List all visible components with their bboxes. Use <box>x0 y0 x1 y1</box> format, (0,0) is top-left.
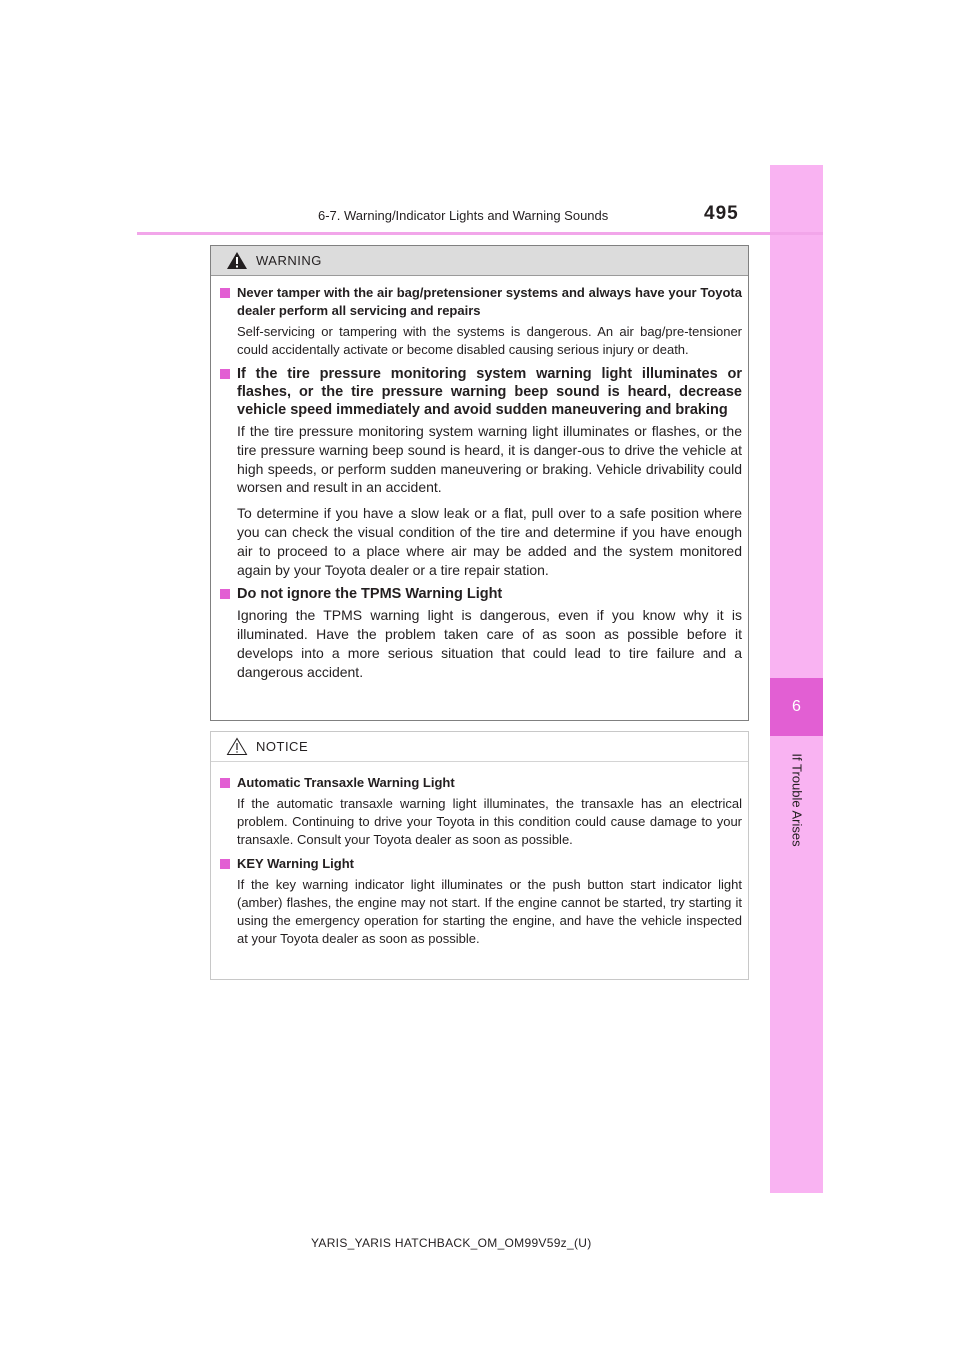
square-bullet-icon <box>220 859 230 869</box>
warning-item-title: If the tire pressure monitoring system w… <box>237 366 742 418</box>
warning-item-paragraph: If the tire pressure monitoring system w… <box>237 423 742 496</box>
warning-heading: WARNING <box>256 253 322 268</box>
page-number: 495 <box>704 203 739 224</box>
notice-box: NOTICE Automatic Transaxle Warning Light… <box>210 731 749 980</box>
notice-item: Automatic Transaxle Warning Light If the… <box>220 774 742 849</box>
notice-item-title: KEY Warning Light <box>237 856 354 871</box>
warning-item-paragraph: To determine if you have a slow leak or … <box>237 505 742 578</box>
warning-box-header: WARNING <box>211 246 748 276</box>
warning-item: If the tire pressure monitoring system w… <box>220 365 742 579</box>
caution-triangle-icon <box>226 737 248 755</box>
notice-item-paragraph: If the key warning indicator light illum… <box>237 877 742 946</box>
header-rule <box>137 232 823 235</box>
square-bullet-icon <box>220 778 230 788</box>
warning-item: Do not ignore the TPMS Warning Light Ign… <box>220 585 742 681</box>
chapter-number-badge: 6 <box>770 678 823 736</box>
notice-box-header: NOTICE <box>211 732 748 762</box>
square-bullet-icon <box>220 288 230 298</box>
notice-item: KEY Warning Light If the key warning ind… <box>220 855 742 948</box>
warning-item: Never tamper with the air bag/pretension… <box>220 284 742 359</box>
warning-item-title: Do not ignore the TPMS Warning Light <box>237 586 503 603</box>
warning-box: WARNING Never tamper with the air bag/pr… <box>210 245 749 721</box>
warning-item-paragraph: Self-servicing or tampering with the sys… <box>237 324 742 357</box>
notice-heading: NOTICE <box>256 739 309 754</box>
chapter-label: If Trouble Arises <box>789 753 805 847</box>
square-bullet-icon <box>220 589 230 600</box>
notice-item-paragraph: If the automatic transaxle warning light… <box>237 796 742 847</box>
square-bullet-icon <box>220 369 230 379</box>
notice-item-title: Automatic Transaxle Warning Light <box>237 775 455 790</box>
document-code: YARIS_YARIS HATCHBACK_OM_OM99V59z_(U) <box>311 1236 592 1250</box>
warning-item-title: Never tamper with the air bag/pretension… <box>237 285 742 318</box>
section-title: 6-7. Warning/Indicator Lights and Warnin… <box>318 208 609 223</box>
warning-item-paragraph: Ignoring the TPMS warning light is dange… <box>237 607 742 680</box>
warning-triangle-icon <box>227 252 247 269</box>
